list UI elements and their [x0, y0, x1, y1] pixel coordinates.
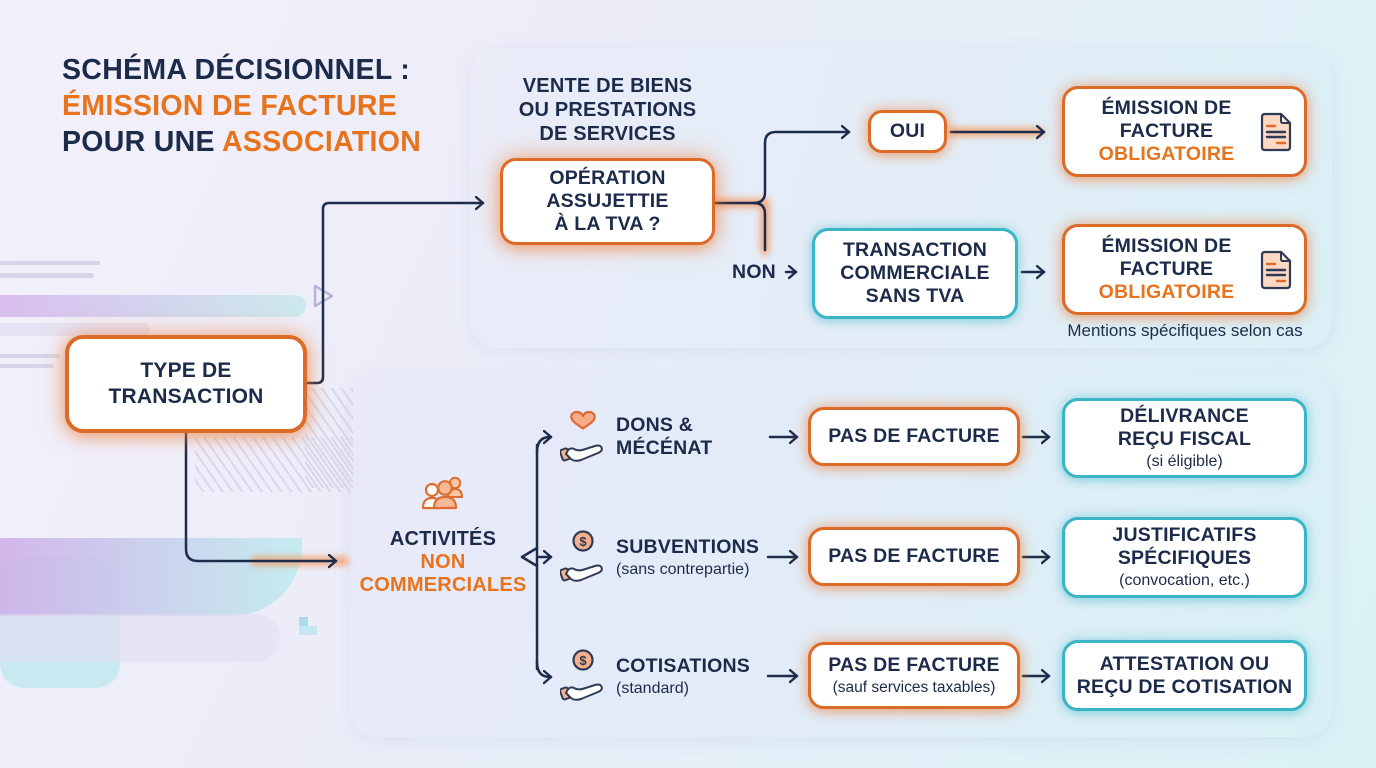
svg-text:$: $ — [579, 534, 587, 549]
heart-hand-icon — [559, 410, 603, 462]
title-line-2: ÉMISSION DE FACTURE — [62, 90, 398, 122]
branch-label-subventions: SUBVENTIONS (sans contrepartie) — [616, 536, 760, 578]
result-invoice-mandatory-no: ÉMISSION DE FACTURE OBLIGATOIRE — [1062, 224, 1307, 315]
commercial-branch-header: VENTE DE BIENS OU PRESTATIONS DE SERVICE… — [518, 75, 697, 145]
yes-node: OUI — [868, 110, 947, 153]
result-justificatifs: JUSTIFICATIFS SPÉCIFIQUES (convocation, … — [1062, 517, 1307, 598]
coin-hand-icon: $ — [559, 649, 603, 701]
people-group-icon — [421, 476, 463, 510]
invoice-document-icon — [1260, 250, 1292, 289]
branch-label-dons-mecenat: DONS & MÉCÉNAT — [616, 414, 713, 459]
coin-hand-icon: $ — [559, 530, 603, 582]
result-invoice-mandatory-yes: ÉMISSION DE FACTURE OBLIGATOIRE — [1062, 86, 1307, 177]
branch-label-cotisations: COTISATIONS (standard) — [616, 655, 751, 697]
transaction-sans-tva-node: TRANSACTION COMMERCIALE SANS TVA — [812, 228, 1018, 319]
result-recu-fiscal: DÉLIVRANCE REÇU FISCAL (si éligible) — [1062, 398, 1307, 478]
svg-text:$: $ — [579, 653, 587, 668]
non-commercial-activities-label: ACTIVITÉS NON COMMERCIALES — [359, 528, 527, 596]
mid-node-pas-de-facture-3: PAS DE FACTURE (sauf services taxables) — [808, 642, 1020, 709]
no-label: NON — [732, 261, 776, 283]
title-line-3: POUR UNE ASSOCIATION — [62, 126, 422, 158]
title-line-1: SCHÉMA DÉCISIONNEL : — [62, 54, 411, 86]
invoice-document-icon — [1260, 112, 1292, 151]
result-attestation: ATTESTATION OU REÇU DE COTISATION — [1062, 640, 1307, 711]
mid-node-pas-de-facture-1: PAS DE FACTURE — [808, 407, 1020, 466]
page-title: SCHÉMA DÉCISIONNEL : ÉMISSION DE FACTURE… — [62, 52, 421, 160]
decision-node-tva: OPÉRATION ASSUJETTIE À LA TVA ? — [500, 158, 715, 245]
mid-node-pas-de-facture-2: PAS DE FACTURE — [808, 527, 1020, 586]
root-node-type-transaction: TYPE DE TRANSACTION — [65, 335, 307, 433]
no-result-caption: Mentions spécifiques selon cas — [1067, 321, 1303, 340]
